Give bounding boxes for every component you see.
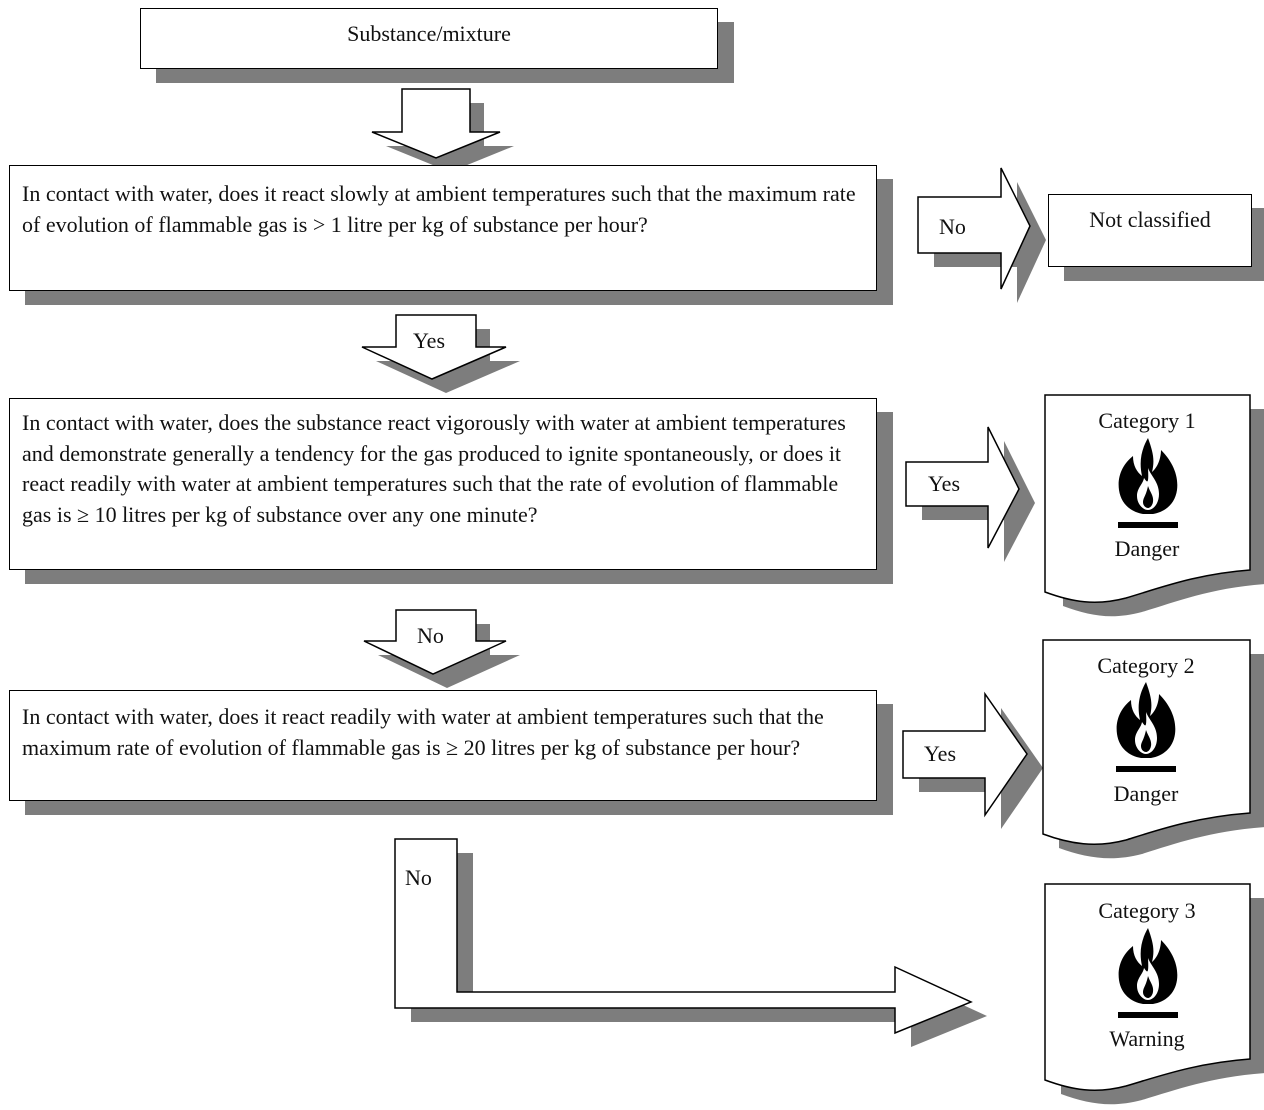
question-3-text: In contact with water, does it react rea…: [22, 704, 824, 760]
arrow-label-q1-yes: Yes: [413, 328, 445, 353]
arrow-label-q1-no: No: [939, 214, 966, 239]
question-1-box: In contact with water, does it react slo…: [9, 165, 877, 291]
not-classified-label: Not classified: [1089, 207, 1211, 232]
elbow-arrow-q3-no: [394, 838, 973, 1035]
category-2-signal-word: Danger: [1114, 781, 1179, 806]
right-arrow-q2-yes: [905, 426, 1020, 549]
down-arrow-q2-no: [363, 609, 507, 675]
category-1-title: Category 1: [1098, 408, 1195, 433]
arrow-label-q2-yes: Yes: [928, 471, 960, 496]
down-arrow-q1-yes: [361, 314, 507, 380]
right-arrow-q1-no: [917, 167, 1031, 290]
not-classified-box: Not classified: [1048, 194, 1252, 267]
question-2-box: In contact with water, does the substanc…: [9, 398, 877, 570]
category-1-signal-word: Danger: [1115, 536, 1180, 561]
arrow-label-q3-yes: Yes: [924, 741, 956, 766]
question-2-text: In contact with water, does the substanc…: [22, 410, 846, 527]
arrow-label-q3-no: No: [405, 865, 432, 890]
arrow-label-q2-no: No: [417, 623, 444, 648]
start-box: Substance/mixture: [140, 8, 718, 69]
right-arrow-q3-yes: [902, 691, 1028, 818]
category-2-title: Category 2: [1097, 653, 1194, 678]
start-label: Substance/mixture: [347, 21, 511, 46]
question-3-box: In contact with water, does it react rea…: [9, 690, 877, 801]
down-arrow-start-to-q1: [371, 88, 501, 159]
category-3-signal-word: Warning: [1109, 1026, 1184, 1051]
question-1-text: In contact with water, does it react slo…: [22, 181, 856, 237]
category-3-title: Category 3: [1098, 898, 1195, 923]
